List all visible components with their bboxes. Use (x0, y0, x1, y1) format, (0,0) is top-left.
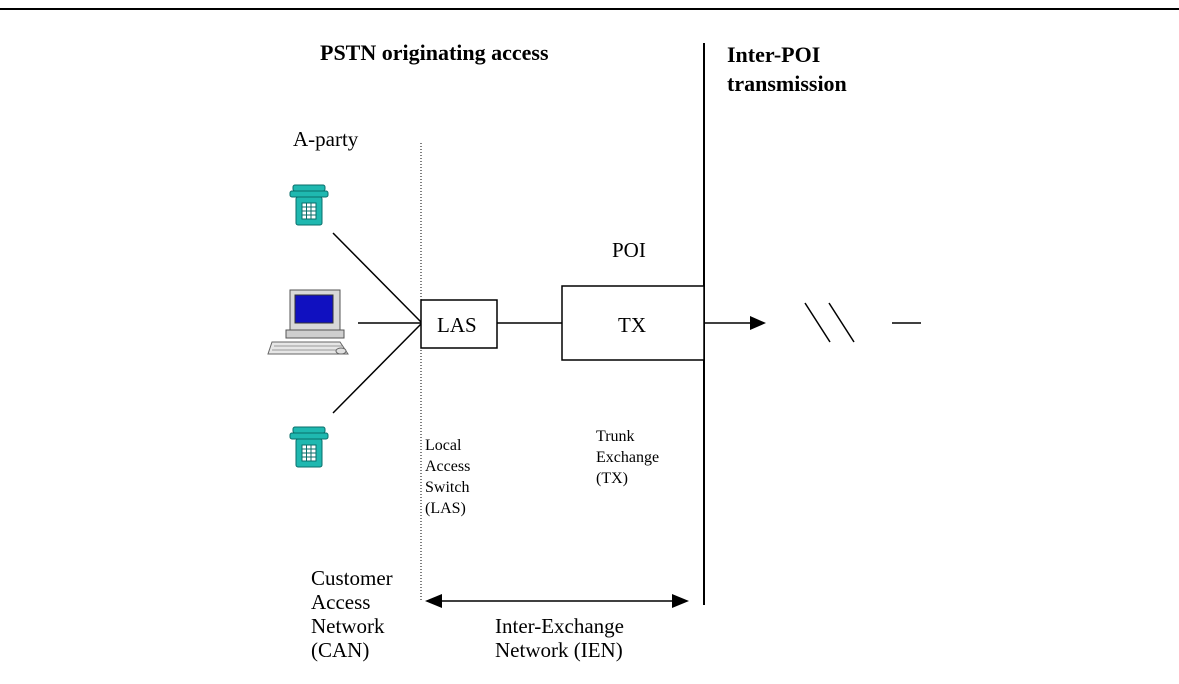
can-description: Customer Access Network (CAN) (311, 566, 393, 662)
tx-box-label: TX (618, 313, 646, 337)
ien-desc-line: Network (IEN) (495, 638, 623, 662)
header-inter-poi-line1: Inter-POI (727, 42, 821, 67)
ien-desc-line: Inter-Exchange (495, 614, 625, 638)
tx-desc-line: (TX) (596, 470, 628, 487)
ien-arrowhead-right (672, 594, 689, 608)
tx-box (561, 285, 705, 361)
ien-description: Inter-Exchange Network (IEN) (495, 614, 624, 662)
break-mark-1 (804, 302, 831, 343)
las-desc-line: Local (425, 437, 462, 454)
las-box (420, 299, 498, 349)
poi-label: POI (612, 238, 646, 262)
a-party-label: A-party (293, 127, 359, 151)
break-mark-2 (828, 302, 855, 343)
can-desc-line: Network (311, 614, 385, 638)
header-inter-poi-line2: transmission (727, 71, 847, 96)
las-description: Local Access Switch (LAS) (425, 435, 470, 519)
ien-arrowhead-left (425, 594, 442, 608)
outgoing-arrowhead (750, 316, 766, 330)
top-rule (0, 8, 1179, 10)
header-pstn-originating-access: PSTN originating access (320, 40, 549, 65)
las-desc-line: Access (425, 458, 471, 475)
can-desc-line: Access (311, 590, 371, 614)
desktop-computer-icon (267, 289, 349, 355)
las-desc-line: Switch (425, 479, 470, 496)
can-desc-line: Customer (311, 566, 393, 590)
las-box-label: LAS (437, 313, 477, 337)
phone-top-connection (332, 232, 422, 323)
tx-desc-line: Exchange (596, 449, 660, 466)
tx-desc-line: Trunk (596, 428, 635, 445)
las-desc-line: (LAS) (425, 500, 466, 517)
telephone-icon (289, 184, 329, 226)
telephone-icon (289, 426, 329, 468)
tx-description: Trunk Exchange (TX) (596, 426, 659, 489)
can-desc-line: (CAN) (311, 638, 370, 662)
phone-bottom-connection (332, 323, 422, 414)
